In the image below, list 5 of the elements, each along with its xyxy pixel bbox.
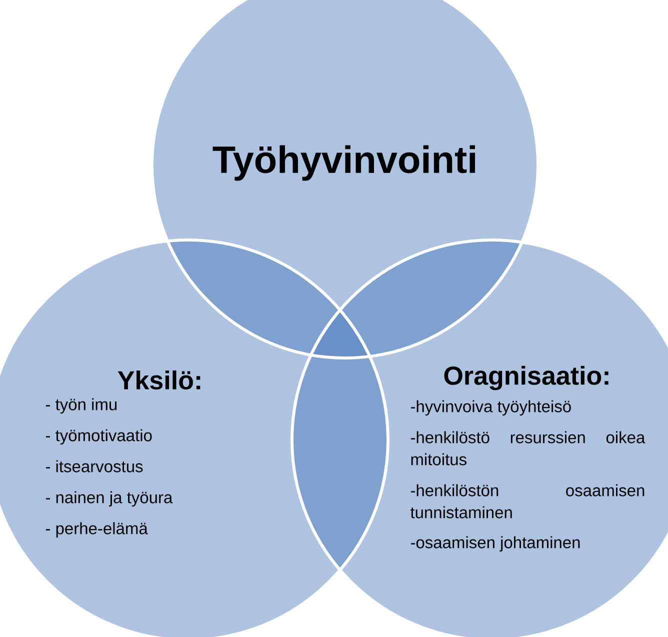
node-label: Oragnisaatio:: [444, 366, 608, 390]
node-label: -henkilöstön osaamisen tunnistaminen: [410, 484, 644, 518]
node-label: -osaamisen johtaminen: [410, 536, 580, 552]
node-label: -hyvinvoiva työyhteisö: [410, 400, 571, 416]
node-label: -henkilöstö resurssien oikea mitoitus: [410, 431, 646, 466]
